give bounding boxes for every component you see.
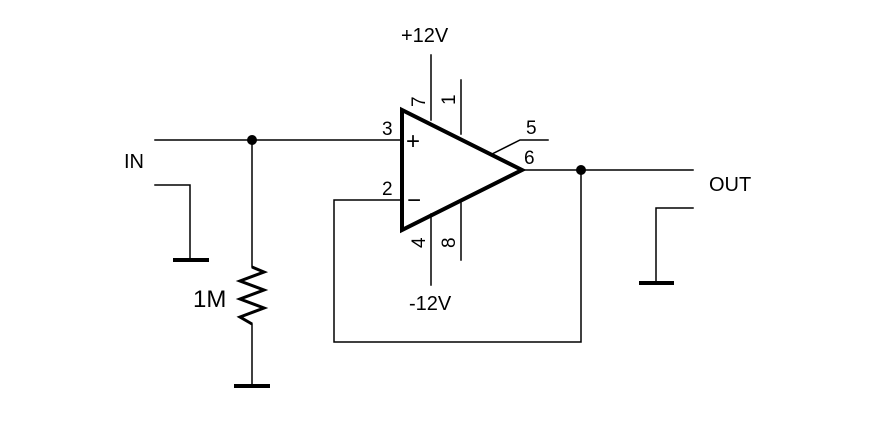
pin-1-label: 1 [439,94,460,105]
pin-5-label: 5 [526,118,537,139]
resistor-1m [235,265,269,326]
output-label: OUT [709,174,751,196]
inverting-symbol: − [407,187,421,214]
pin5-wire [488,139,549,157]
input-ground-wire [154,184,191,261]
resistor-value-label: 1M [193,286,226,313]
output-ground-wire [655,207,694,284]
input-label: IN [124,151,144,173]
op-amp-triangle [400,106,527,234]
pin-8-label: 8 [439,237,460,248]
vplus-label: +12V [401,25,449,47]
pin-2-label: 2 [382,179,393,200]
noninverting-symbol: + [406,128,420,155]
pin-6-label: 6 [524,148,535,169]
pin-7-label: 7 [409,96,430,107]
pin-3-label: 3 [382,119,393,140]
vminus-label: -12V [409,293,452,315]
pin-4-label: 4 [409,237,430,248]
feedback-wire [333,169,582,343]
